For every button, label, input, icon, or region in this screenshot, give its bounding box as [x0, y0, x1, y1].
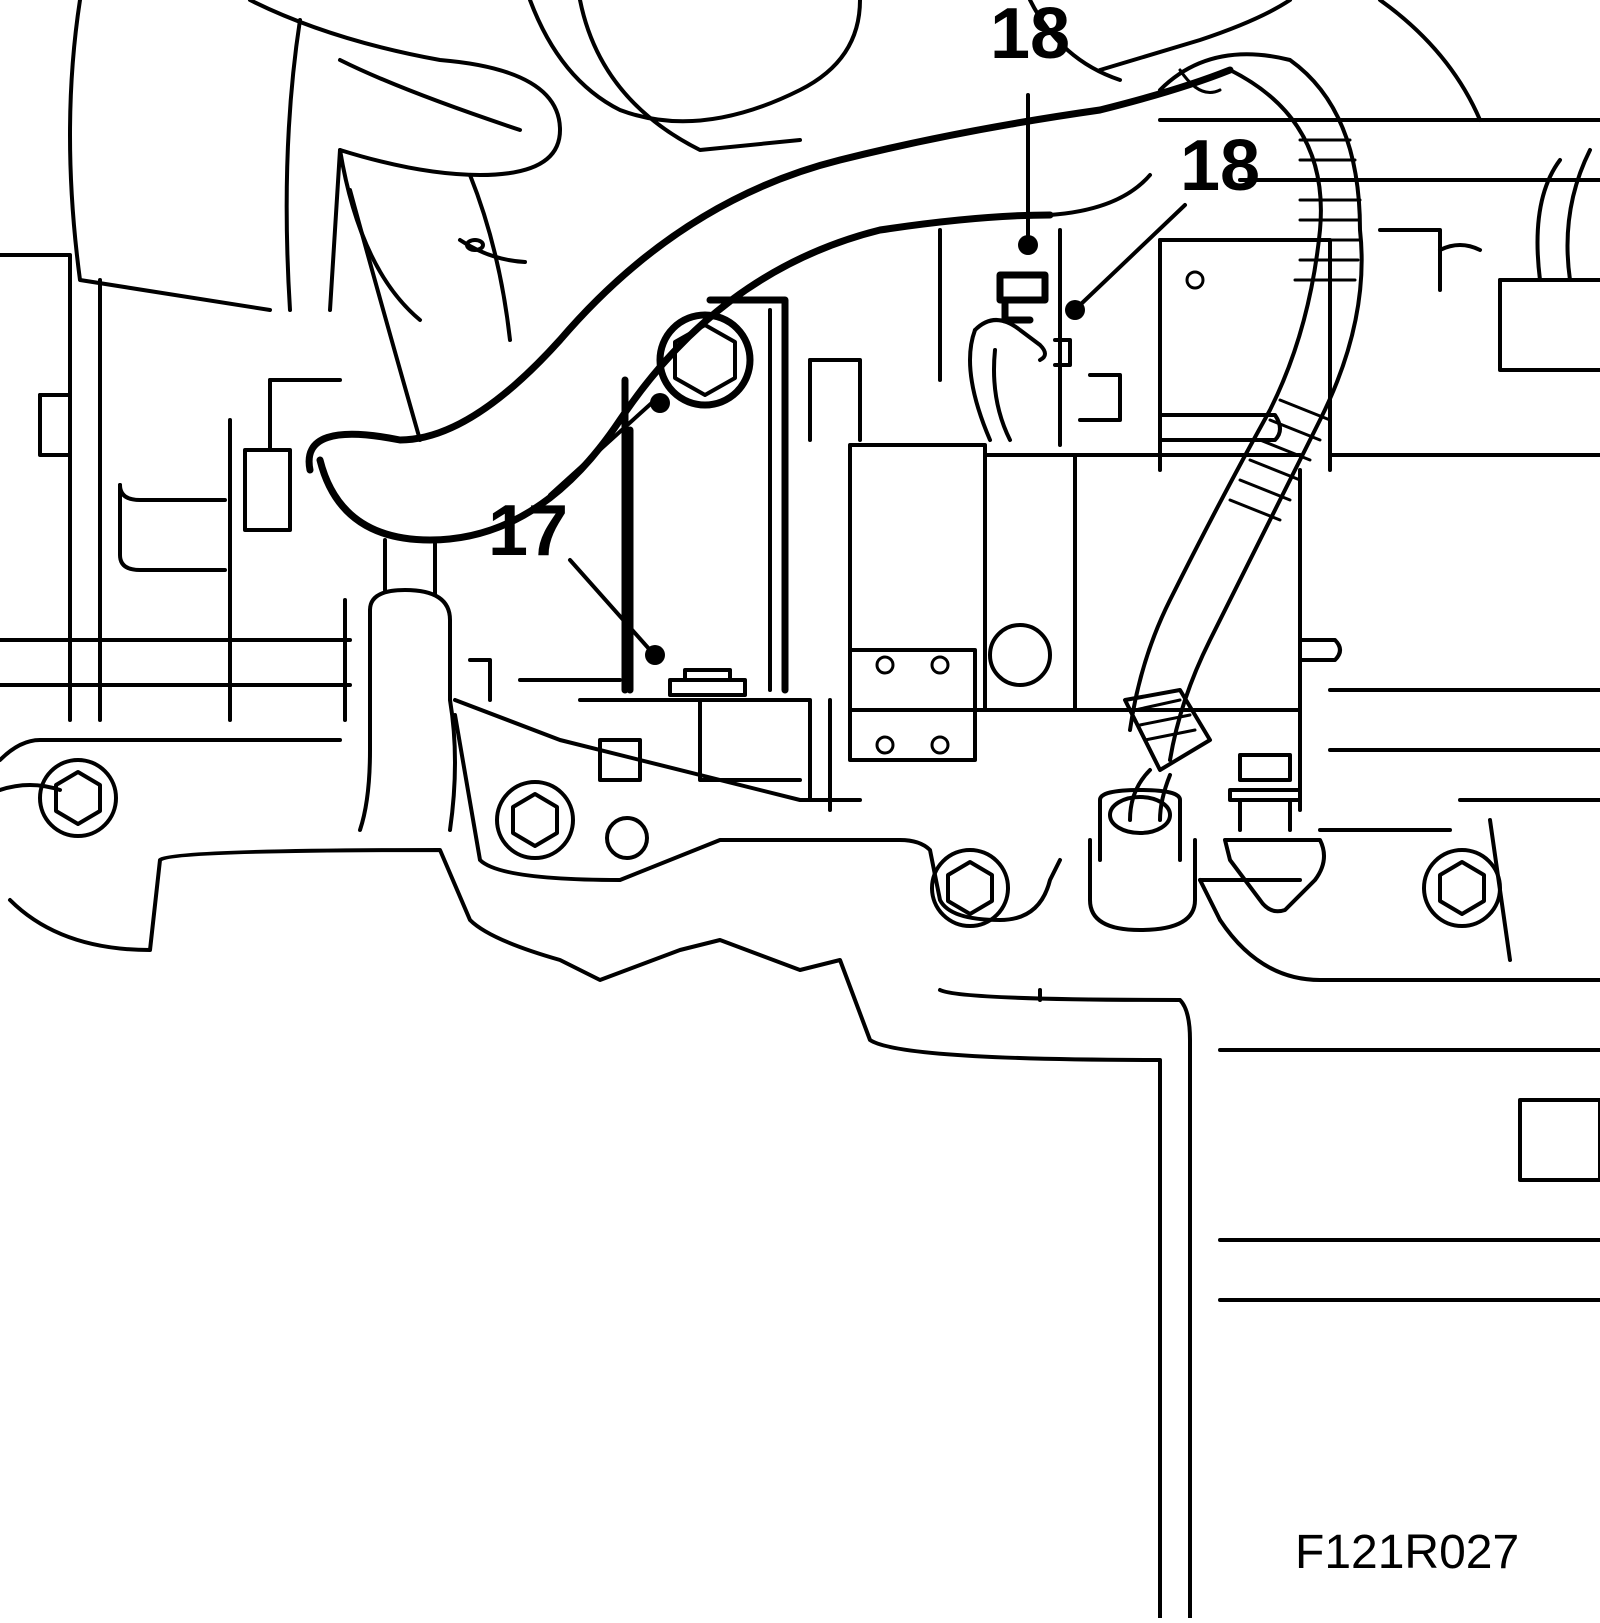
connector-18: [968, 271, 1122, 442]
callout-18-top: 18: [990, 0, 1070, 74]
callout-18-right: 18: [1180, 126, 1260, 206]
hex-bolt: [1422, 848, 1502, 928]
lower-housing: [0, 658, 1600, 1620]
hex-bolt: [930, 848, 1010, 928]
hex-bolt: [495, 780, 575, 860]
lower-vertical-hose: [358, 538, 457, 832]
wiring-harness: [1123, 52, 1364, 822]
small-hose-with-clamp: [348, 173, 527, 442]
callout-dot: [1018, 235, 1038, 255]
valve-body: [848, 0, 1600, 812]
left-housing: [0, 253, 352, 722]
callout-dot: [645, 645, 665, 665]
callout-dot: [650, 393, 670, 413]
center-bracket: [621, 296, 862, 697]
callout-dot: [1065, 300, 1085, 320]
callout-17: 17: [488, 491, 568, 571]
hole: [605, 816, 649, 860]
sensor-plug: [1088, 753, 1326, 932]
hex-bolt: [38, 758, 118, 838]
hex-bolts: [38, 758, 1502, 928]
main-hose: [305, 0, 1292, 544]
figure-code: F121R027: [1295, 1526, 1519, 1579]
upper-left-hose: [68, 0, 862, 322]
leader-lines: [548, 93, 1187, 665]
